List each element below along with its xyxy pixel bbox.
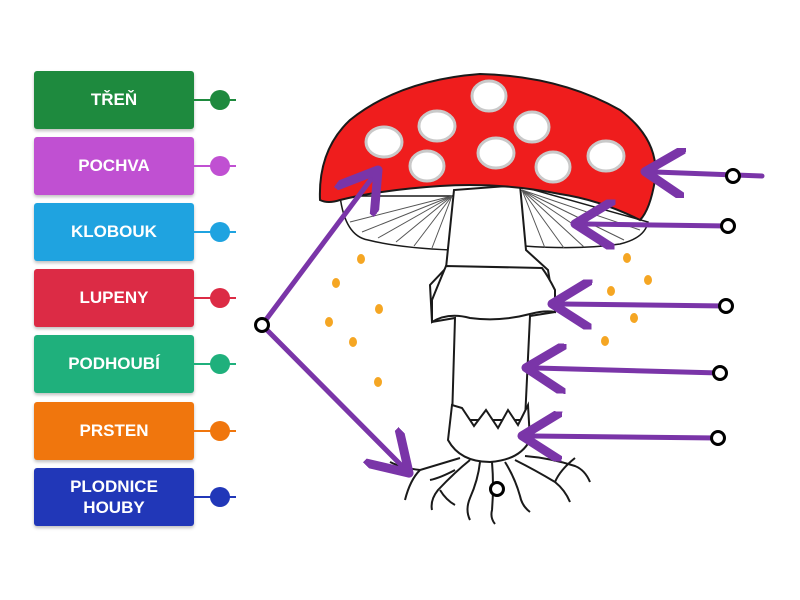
spores bbox=[325, 253, 652, 387]
label-row: PLODNICE HOUBY bbox=[34, 468, 236, 528]
label-row: LUPENY bbox=[34, 269, 236, 329]
label-tile-plodnice-houby[interactable]: PLODNICE HOUBY bbox=[34, 468, 194, 526]
drop-target-hotspot[interactable] bbox=[718, 298, 734, 314]
drop-target-hotspot[interactable] bbox=[710, 430, 726, 446]
cap-spots bbox=[364, 79, 626, 184]
drag-handle[interactable] bbox=[210, 487, 230, 507]
drag-handle[interactable] bbox=[210, 90, 230, 110]
drop-target-hotspot[interactable] bbox=[725, 168, 741, 184]
label-tile-podhoubi[interactable]: PODHOUBÍ bbox=[34, 335, 194, 393]
drop-target-hotspot[interactable] bbox=[712, 365, 728, 381]
volva bbox=[446, 401, 532, 464]
label-row: TŘEŇ bbox=[34, 71, 236, 131]
pointer-arrows bbox=[259, 172, 765, 466]
drop-target-hotspot[interactable] bbox=[720, 218, 736, 234]
label-row: PRSTEN bbox=[34, 402, 236, 462]
label-tile-pochva[interactable]: POCHVA bbox=[34, 137, 194, 195]
label-tile-klobouk[interactable]: KLOBOUK bbox=[34, 203, 194, 261]
drag-handle[interactable] bbox=[210, 288, 230, 308]
label-row: POCHVA bbox=[34, 137, 236, 197]
label-row: PODHOUBÍ bbox=[34, 335, 236, 395]
label-row: KLOBOUK bbox=[34, 203, 236, 263]
drag-handle[interactable] bbox=[210, 156, 230, 176]
mycelium bbox=[389, 455, 591, 525]
drag-handle[interactable] bbox=[210, 354, 230, 374]
drag-handle[interactable] bbox=[210, 421, 230, 441]
drag-handle[interactable] bbox=[210, 222, 230, 242]
label-tile-tren[interactable]: TŘEŇ bbox=[34, 71, 194, 129]
drop-target-hotspot[interactable] bbox=[489, 481, 505, 497]
label-tile-lupeny[interactable]: LUPENY bbox=[34, 269, 194, 327]
drop-target-hotspot[interactable] bbox=[254, 317, 270, 333]
label-tile-prsten[interactable]: PRSTEN bbox=[34, 402, 194, 460]
